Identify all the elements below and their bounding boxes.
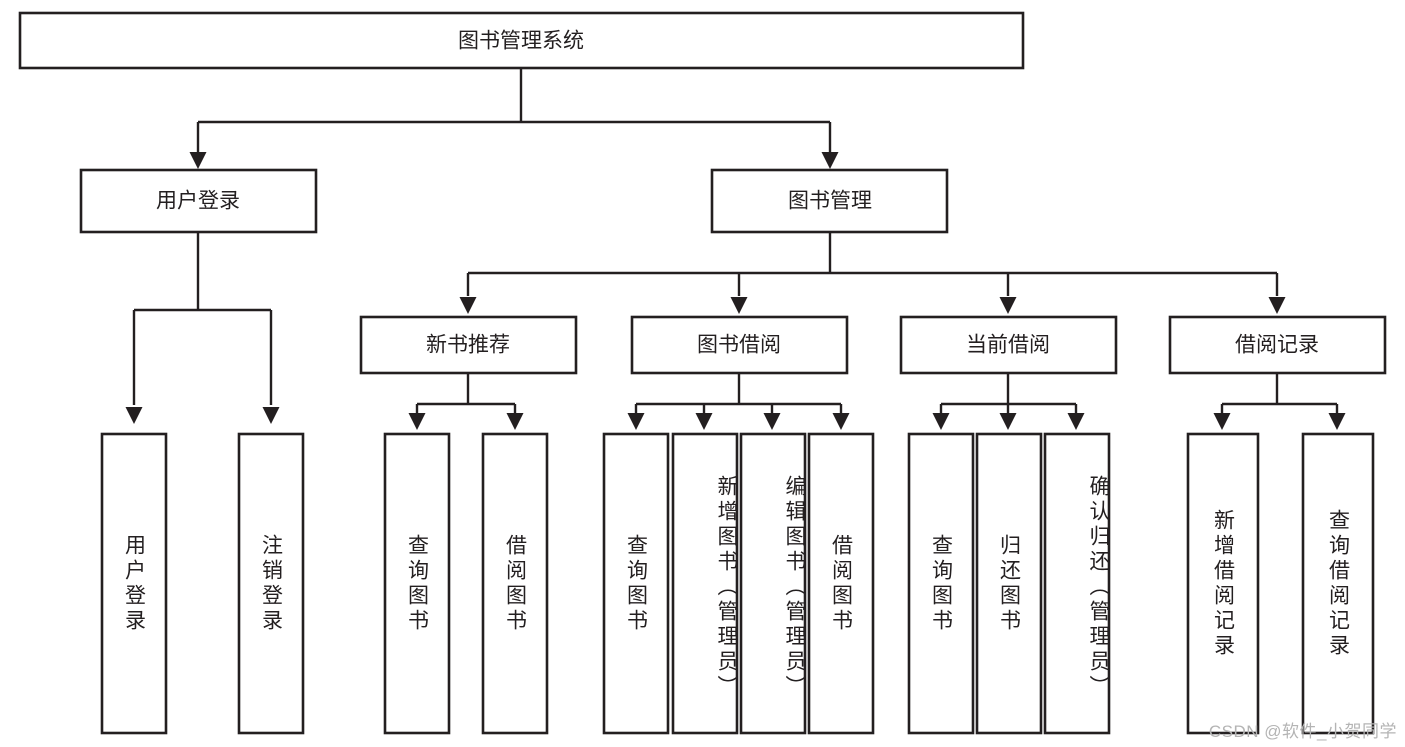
node-new-book-recommend[interactable]: 新书推荐 <box>359 315 578 375</box>
node-current-borrow[interactable]: 当前借阅 <box>899 315 1118 375</box>
arrow-icon <box>730 297 748 314</box>
node-borrow-record-label: 借阅记录 <box>1235 334 1319 357</box>
connector-current-borrow-to-leaves <box>932 373 1085 430</box>
arrow-icon <box>932 413 950 430</box>
leaf-node[interactable] <box>975 432 1043 735</box>
arrow-icon <box>695 413 713 430</box>
node-user-login-label: 用户登录 <box>156 190 240 213</box>
connector-user-login-to-leaves <box>125 232 280 424</box>
arrow-icon <box>125 407 143 424</box>
leaf-node[interactable] <box>671 432 739 735</box>
node-root-label: 图书管理系统 <box>458 30 584 53</box>
leaf-node[interactable] <box>807 432 875 735</box>
csdn-watermark: CSDN @软件_小贺同学 <box>1208 722 1397 741</box>
leaf-node[interactable] <box>237 432 305 735</box>
arrow-icon <box>408 413 426 430</box>
leaf-node[interactable] <box>383 432 451 735</box>
node-new-book-recommend-label: 新书推荐 <box>426 334 510 357</box>
leaf-node[interactable] <box>602 432 670 735</box>
leaf-node[interactable] <box>739 432 807 735</box>
arrow-icon <box>506 413 524 430</box>
arrow-icon <box>1328 413 1346 430</box>
leaf-node[interactable] <box>1301 432 1375 735</box>
arrow-icon <box>1268 297 1286 314</box>
node-current-borrow-label: 当前借阅 <box>966 334 1050 357</box>
node-book-borrow[interactable]: 图书借阅 <box>630 315 849 375</box>
arrow-icon <box>832 413 850 430</box>
leaf-node[interactable] <box>907 432 975 735</box>
arrow-icon <box>821 152 839 169</box>
arrow-icon <box>262 407 280 424</box>
leaf-node[interactable] <box>481 432 549 735</box>
arrow-icon <box>763 413 781 430</box>
connector-book-borrow-to-leaves <box>627 373 850 430</box>
arrow-icon <box>1213 413 1231 430</box>
leaf-node[interactable] <box>1043 432 1111 735</box>
node-user-login[interactable]: 用户登录 <box>79 168 318 234</box>
node-root[interactable]: 图书管理系统 <box>18 11 1025 70</box>
arrow-icon <box>627 413 645 430</box>
node-book-borrow-label: 图书借阅 <box>697 334 781 357</box>
node-book-manage[interactable]: 图书管理 <box>710 168 949 234</box>
connector-borrow-record-to-leaves <box>1213 373 1346 430</box>
arrow-icon <box>999 413 1017 430</box>
arrow-icon <box>999 297 1017 314</box>
connector-new-book-to-leaves <box>408 373 524 430</box>
leaf-node[interactable] <box>1186 432 1260 735</box>
leaf-node[interactable] <box>100 432 168 735</box>
connector-book-manage-to-level3 <box>459 232 1286 314</box>
arrow-icon <box>459 297 477 314</box>
arrow-icon <box>189 152 207 169</box>
node-book-manage-label: 图书管理 <box>788 190 872 213</box>
node-borrow-record[interactable]: 借阅记录 <box>1168 315 1387 375</box>
arrow-icon <box>1067 413 1085 430</box>
connector-root-to-level2 <box>189 68 839 169</box>
